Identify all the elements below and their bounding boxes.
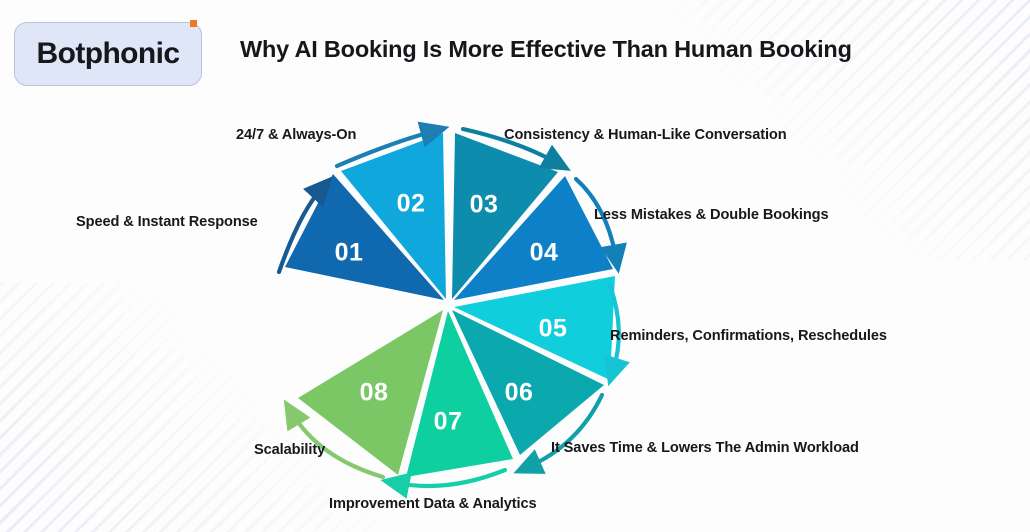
segment-number-08: 08 bbox=[360, 379, 389, 407]
logo-accent-dot-icon bbox=[190, 20, 197, 27]
page-title: Why AI Booking Is More Effective Than Hu… bbox=[240, 36, 852, 62]
segment-number-03: 03 bbox=[470, 191, 499, 219]
segment-wedge-06[interactable] bbox=[452, 310, 604, 455]
segment-arrow-06 bbox=[513, 392, 605, 474]
segment-wedge-03[interactable] bbox=[452, 133, 558, 299]
segment-wedge-07[interactable] bbox=[406, 311, 513, 477]
segment-number-06: 06 bbox=[505, 379, 534, 407]
segment-arrow-05 bbox=[604, 283, 630, 387]
segment-label-05: Reminders, Confirmations, Reschedules bbox=[610, 328, 887, 344]
segment-wedge-02[interactable] bbox=[341, 133, 446, 299]
segment-wedge-04[interactable] bbox=[454, 176, 613, 300]
segment-label-07: Improvement Data & Analytics bbox=[329, 496, 537, 512]
segment-label-06: It Saves Time & Lowers The Admin Workloa… bbox=[551, 440, 859, 456]
segment-arrow-08 bbox=[283, 399, 386, 480]
brand-logo-text: Botphonic bbox=[36, 37, 181, 70]
segment-label-08: Scalability bbox=[254, 442, 326, 458]
segment-label-04: Less Mistakes & Double Bookings bbox=[594, 207, 829, 223]
segment-label-03: Consistency & Human-Like Conversation bbox=[504, 127, 787, 143]
segment-arrow-01 bbox=[276, 176, 333, 275]
segment-label-02: 24/7 & Always-On bbox=[236, 127, 357, 143]
segment-number-01: 01 bbox=[335, 239, 364, 267]
brand-logo-badge: Botphonic bbox=[14, 20, 202, 86]
segment-arrow-07 bbox=[380, 467, 508, 499]
segment-number-02: 02 bbox=[397, 190, 426, 218]
segment-arrow-04 bbox=[573, 176, 627, 274]
segment-wedge-05[interactable] bbox=[454, 276, 615, 380]
segment-wedge-08[interactable] bbox=[298, 310, 443, 475]
segment-number-07: 07 bbox=[434, 408, 463, 436]
segment-arrow-03 bbox=[460, 126, 571, 171]
segment-number-05: 05 bbox=[539, 315, 568, 343]
segment-arrow-02 bbox=[334, 121, 450, 169]
segment-label-01: Speed & Instant Response bbox=[76, 214, 258, 230]
segment-number-04: 04 bbox=[530, 239, 559, 267]
